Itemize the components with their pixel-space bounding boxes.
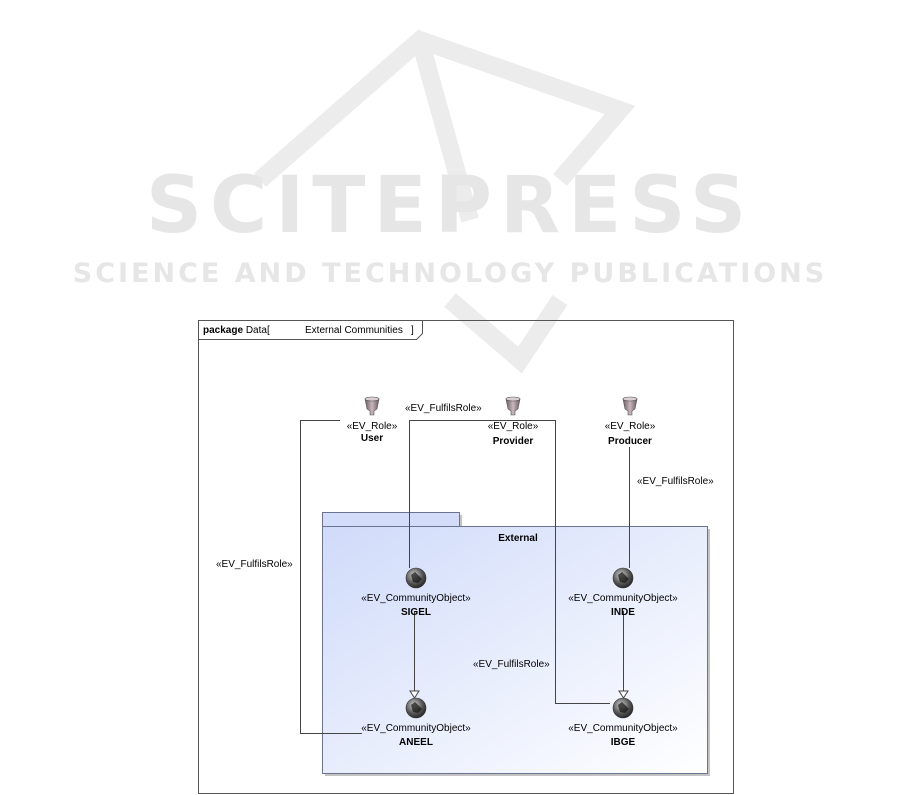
- relation-label: «EV_FulfilsRole»: [216, 559, 293, 570]
- svg-text:]: ]: [411, 325, 414, 336]
- role-stereotype: «EV_Role»: [605, 421, 656, 432]
- object-inde[interactable]: «EV_CommunityObject» INDE: [568, 567, 678, 618]
- object-name: SIGEL: [401, 607, 431, 618]
- package-frame: package Data[ External Communities ]: [198, 320, 734, 794]
- package-name: External: [498, 533, 538, 544]
- object-stereotype: «EV_CommunityObject»: [361, 723, 471, 734]
- object-name: IBGE: [611, 737, 636, 748]
- community-object-icon: [612, 567, 634, 589]
- role-name: Provider: [493, 436, 534, 447]
- package-external[interactable]: External: [322, 512, 711, 777]
- watermark-subtitle: SCIENCE AND TECHNOLOGY PUBLICATIONS: [73, 258, 827, 289]
- relation-label: «EV_FulfilsRole»: [405, 403, 482, 414]
- role-name: Producer: [608, 436, 652, 447]
- role-stereotype: «EV_Role»: [488, 421, 539, 432]
- object-stereotype: «EV_CommunityObject»: [361, 593, 471, 604]
- connectors: [300, 420, 630, 734]
- connector-ibge-provider: [555, 420, 610, 704]
- frame-diagram-name: External Communities: [305, 325, 403, 336]
- community-object-icon: [405, 697, 427, 719]
- role-provider[interactable]: «EV_Role» Provider: [488, 396, 539, 447]
- object-stereotype: «EV_CommunityObject»: [568, 593, 678, 604]
- community-object-icon: [612, 697, 634, 719]
- object-ibge[interactable]: «EV_CommunityObject» IBGE: [568, 697, 678, 748]
- role-icon: [364, 396, 380, 416]
- watermark-title: SCITEPRESS: [146, 161, 754, 251]
- object-name: INDE: [611, 607, 635, 618]
- relation-label: «EV_FulfilsRole»: [637, 476, 714, 487]
- connector-aneel-user: [300, 420, 362, 734]
- role-name: User: [361, 433, 383, 444]
- role-icon: [505, 396, 521, 416]
- object-aneel[interactable]: «EV_CommunityObject» ANEEL: [361, 697, 471, 748]
- role-producer[interactable]: «EV_Role» Producer: [605, 396, 656, 447]
- object-stereotype: «EV_CommunityObject»: [568, 723, 678, 734]
- object-sigel[interactable]: «EV_CommunityObject» SIGEL: [361, 567, 471, 618]
- role-icon: [622, 396, 638, 416]
- community-object-icon: [405, 567, 427, 589]
- object-name: ANEEL: [399, 737, 433, 748]
- relation-label: «EV_FulfilsRole»: [473, 659, 550, 670]
- frame-keyword: package: [203, 325, 243, 336]
- svg-text:package Data[: package Data[: [203, 325, 270, 336]
- watermark-logo: SCITEPRESS SCIENCE AND TECHNOLOGY PUBLIC…: [73, 29, 827, 374]
- role-user[interactable]: «EV_Role» User: [347, 396, 398, 444]
- role-stereotype: «EV_Role»: [347, 421, 398, 432]
- frame-name: Data: [246, 325, 268, 336]
